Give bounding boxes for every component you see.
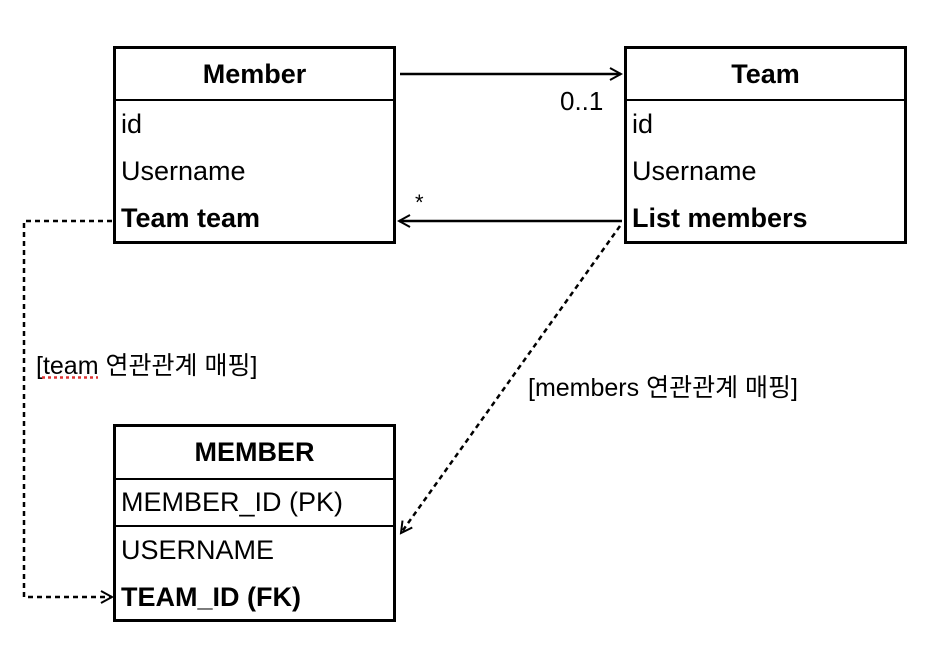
team-field-members: List members xyxy=(632,203,808,233)
team-class-title: Team xyxy=(627,49,904,101)
multiplicity-zero-one: 0..1 xyxy=(560,86,604,116)
team-field-username: Username xyxy=(632,156,757,186)
team-mapping-label-open: [ xyxy=(36,352,43,380)
member-field-username: Username xyxy=(121,156,246,186)
team-class-box: Team id Username List members xyxy=(624,46,907,244)
members-mapping-label: [members 연관관계 매핑] xyxy=(528,374,798,402)
member-class-box: Member id Username Team team xyxy=(113,46,396,244)
member-class-title: Member xyxy=(116,49,393,101)
team-mapping-dashed-line xyxy=(22,219,112,597)
member-field-id: id xyxy=(121,109,143,139)
member-field-team: Team team xyxy=(121,203,261,233)
member-table-box: MEMBER MEMBER_ID (PK) USERNAME TEAM_ID (… xyxy=(113,424,396,622)
team-mapping-label: [team 연관관계 매핑] xyxy=(36,346,257,382)
multiplicity-many: * xyxy=(415,190,424,215)
member-column-fk: TEAM_ID (FK) xyxy=(121,582,301,612)
team-mapping-label-word: team xyxy=(42,352,99,380)
team-field-id: id xyxy=(632,109,654,139)
team-mapping-label-rest: 연관관계 매핑] xyxy=(98,352,258,380)
member-table-title: MEMBER xyxy=(116,427,393,480)
member-column-pk: MEMBER_ID (PK) xyxy=(116,480,393,527)
member-column-username: USERNAME xyxy=(121,535,275,565)
